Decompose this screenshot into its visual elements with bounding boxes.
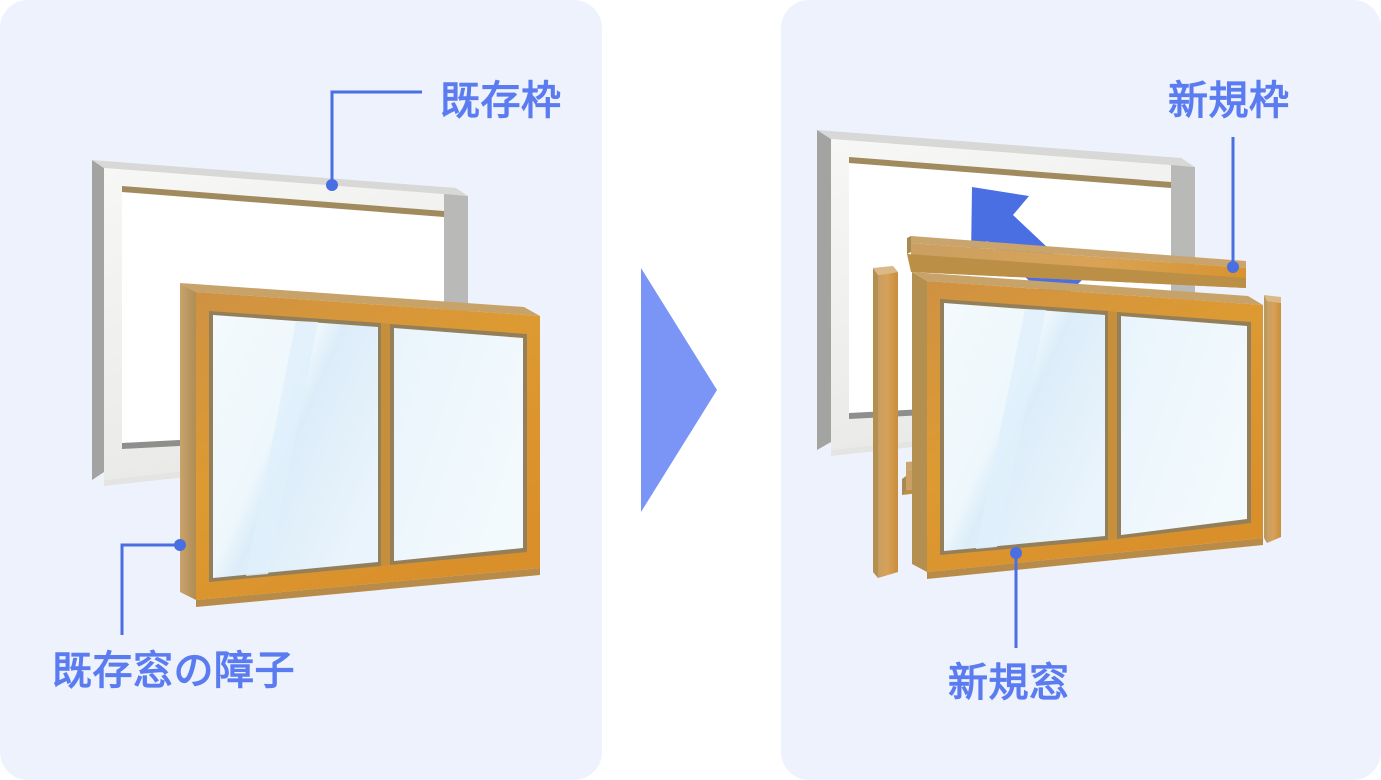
before-illustration xyxy=(92,90,540,635)
existing-shoji-leader xyxy=(120,539,186,635)
new-head-rail xyxy=(907,236,1246,288)
new-sash-right-glass xyxy=(1121,316,1247,535)
outer-frame-left-depth xyxy=(817,130,831,450)
outer-frame-left-depth xyxy=(92,160,104,480)
leader-path xyxy=(120,543,180,635)
new-jamb-left xyxy=(873,266,898,578)
sash-bottom-depth xyxy=(196,568,540,607)
new-sash-bottom-depth xyxy=(927,538,1263,579)
new-sash-left-depth xyxy=(912,272,927,572)
new-sash-left-glass xyxy=(944,303,1105,551)
outer-frame-head-reveal xyxy=(849,157,1171,188)
leader-dot xyxy=(1227,261,1239,273)
new-sash-mullion xyxy=(1108,311,1117,540)
outer-frame-head-reveal xyxy=(122,186,444,217)
after-panel: 新規枠 新規窓 xyxy=(781,0,1381,780)
new-glass-highlight xyxy=(976,309,1046,549)
jamb-left-side xyxy=(873,268,878,578)
jamb-right-side xyxy=(1264,295,1267,543)
leader-path xyxy=(330,90,422,185)
label-new-window: 新規窓 xyxy=(948,661,1070,705)
head-rail-bottom xyxy=(907,254,1246,288)
leader-dot xyxy=(1010,547,1022,559)
new-sash-top-depth xyxy=(912,272,1263,305)
label-new-frame: 新規枠 xyxy=(1168,79,1290,123)
jamb-right-face xyxy=(1267,301,1281,543)
new-window-leader xyxy=(1010,547,1022,648)
label-existing-shoji: 既存窓の障子 xyxy=(52,649,295,693)
jamb-left-top xyxy=(873,266,898,275)
sash-mullion xyxy=(381,323,390,566)
label-existing-frame: 既存枠 xyxy=(440,79,562,123)
sash-left-depth xyxy=(180,283,196,600)
after-illustration xyxy=(817,130,1281,648)
sash-top-depth xyxy=(180,283,540,316)
sill-rail-cap xyxy=(902,476,906,495)
leader-dot xyxy=(326,179,338,191)
existing-sash xyxy=(180,283,540,607)
before-panel: 既存枠 既存窓の障子 xyxy=(0,0,602,780)
head-rail-top xyxy=(911,236,1246,268)
glass-highlight xyxy=(246,321,318,576)
jamb-right-top xyxy=(1264,295,1281,303)
sash-right-glass xyxy=(394,328,523,561)
existing-frame-leader xyxy=(326,90,422,191)
head-rail-cap xyxy=(907,236,911,254)
outer-frame-top-depth xyxy=(817,130,1195,167)
process-arrow-shape xyxy=(641,268,717,512)
leader-dot xyxy=(174,539,186,551)
new-sash xyxy=(912,272,1263,579)
new-jamb-right xyxy=(1264,295,1281,543)
new-frame-leader xyxy=(1227,137,1239,273)
sash-left-glass xyxy=(213,315,378,578)
process-arrow xyxy=(641,268,717,512)
jamb-left-face xyxy=(878,272,898,578)
outer-frame-top-depth xyxy=(92,160,468,196)
